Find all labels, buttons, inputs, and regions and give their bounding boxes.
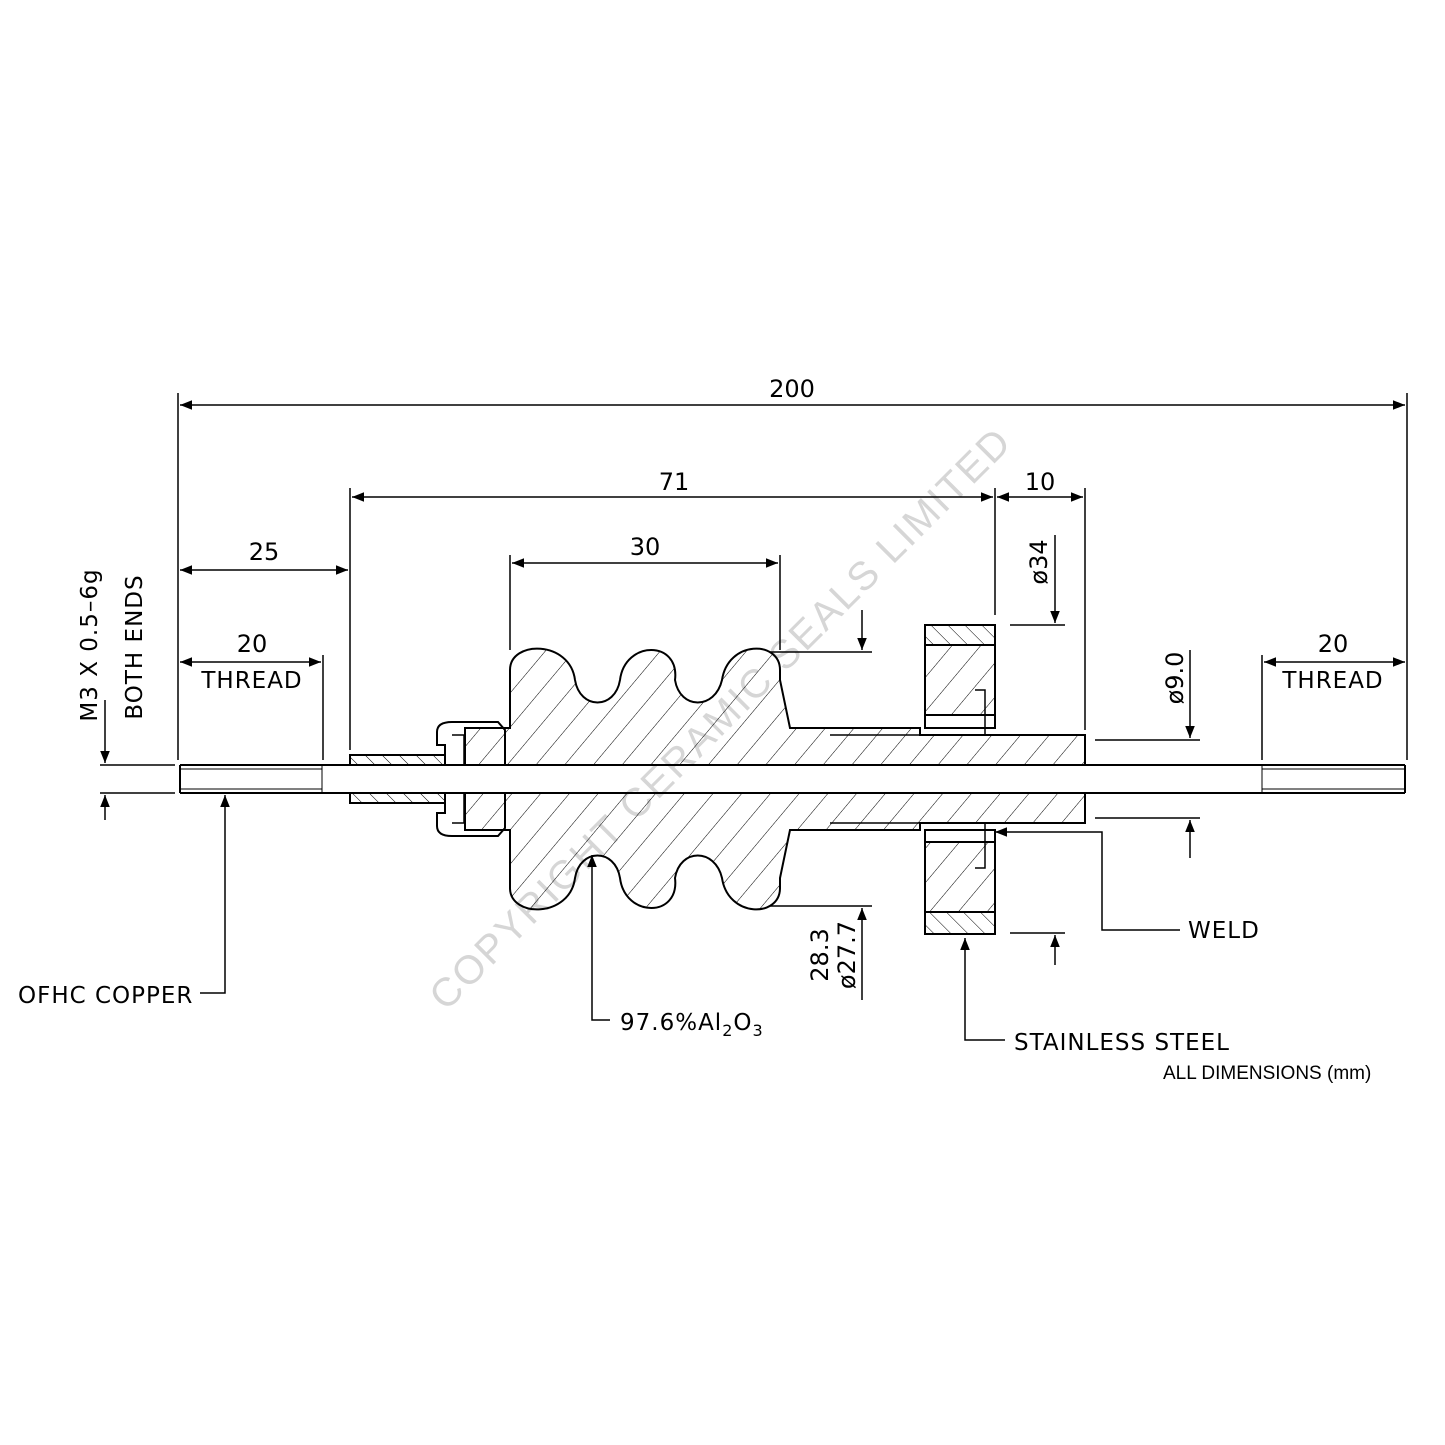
label-both-ends: BOTH ENDS	[122, 574, 148, 719]
dim-thread-left: 20	[237, 630, 268, 658]
dim-insulator-diameter-b: ø27.7	[833, 921, 861, 989]
label-thread-left: THREAD	[200, 668, 302, 694]
label-ofhc-copper: OFHC COPPER	[18, 983, 193, 1009]
label-stainless-steel: STAINLESS STEEL	[1014, 1030, 1230, 1056]
dim-insulator-length: 30	[630, 533, 661, 561]
dim-body-length: 71	[659, 468, 690, 496]
label-weld: WELD	[1188, 918, 1260, 944]
copper-rod	[179, 764, 1406, 794]
dim-insulator-diameter-a: 28.3	[806, 928, 834, 981]
label-thread-right: THREAD	[1281, 668, 1383, 694]
dim-setback: 25	[249, 538, 280, 566]
dim-flange-thickness: 10	[1025, 468, 1056, 496]
dim-thread-right: 20	[1318, 630, 1349, 658]
units-note: ALL DIMENSIONS (mm)	[1163, 1063, 1372, 1084]
ceramic-insulator-lower	[464, 792, 1086, 911]
label-thread-spec: M3 X 0.5–6g	[77, 568, 103, 721]
ceramic-insulator-upper	[464, 647, 1086, 766]
dim-overall-length: 200	[769, 375, 815, 403]
dim-bore-diameter: ø9.0	[1161, 652, 1189, 705]
stainless-flange	[924, 624, 996, 935]
dim-flange-diameter: ø34	[1025, 539, 1053, 584]
label-alumina: 97.6%Al2O3	[620, 1010, 764, 1040]
copper-sleeve	[349, 754, 446, 804]
dimension-lines	[100, 393, 1408, 1041]
